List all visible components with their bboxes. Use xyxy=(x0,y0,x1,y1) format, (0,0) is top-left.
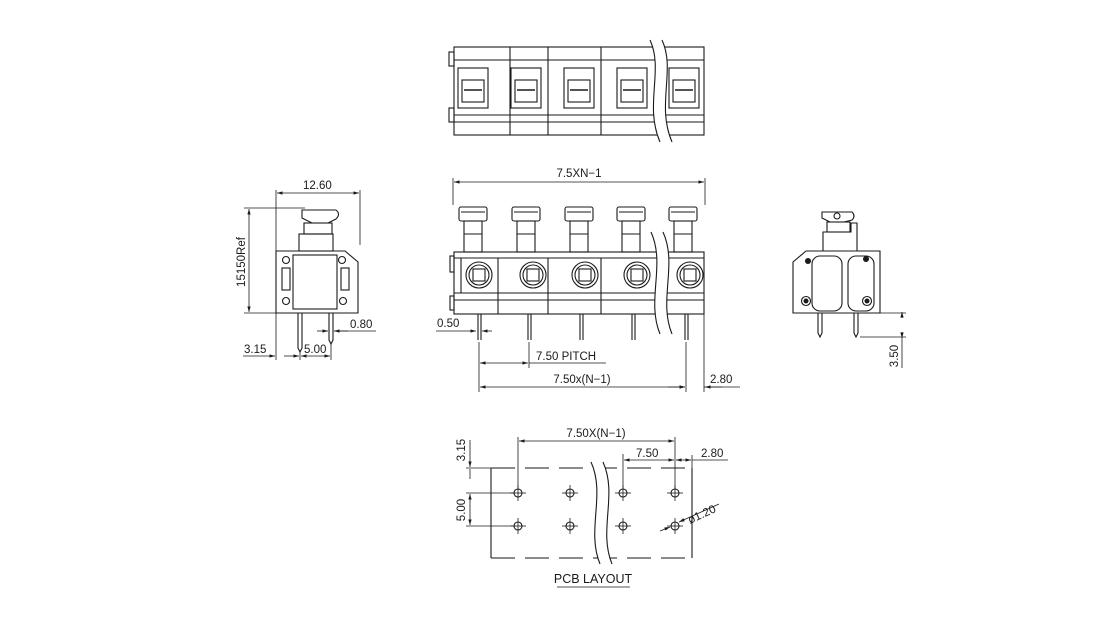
pcb-end-margin-label: 2.80 xyxy=(701,448,723,460)
pcb-hole xyxy=(510,518,526,534)
pcb-row-spacing-label: 5.00 xyxy=(456,499,468,521)
pcb-layout-title: PCB LAYOUT xyxy=(554,572,633,586)
top-view xyxy=(448,39,705,143)
pin-thickness-label: 0.50 xyxy=(437,318,459,330)
top-view-lever xyxy=(668,67,700,109)
end-margin-label: 2.80 xyxy=(710,374,732,386)
side-width-label: 12.60 xyxy=(303,180,332,192)
pin-offset-label: 3.15 xyxy=(244,344,266,356)
top-view-lever xyxy=(616,67,648,109)
top-view-lever xyxy=(457,47,511,135)
left-side-view: 12.60 15150Ref 0.80 3.15 5.00 xyxy=(236,180,376,360)
pin-length-label: 3.50 xyxy=(889,345,901,367)
pin-width-label: 0.80 xyxy=(350,319,372,331)
pitch-total-label: 7.50x(N−1) xyxy=(553,374,610,386)
height-ref-label: 15150Ref xyxy=(236,236,248,287)
front-lever xyxy=(616,206,651,340)
front-lever xyxy=(668,206,704,340)
pcb-hole xyxy=(562,518,578,534)
pcb-hole xyxy=(667,518,683,534)
row-spacing-label: 5.00 xyxy=(304,344,326,356)
top-view-lever xyxy=(563,47,602,135)
front-lever xyxy=(458,206,493,340)
right-side-view: 3.50 xyxy=(792,211,906,368)
front-view: 7.5XN−1 xyxy=(436,168,740,392)
pcb-pitch-label: 7.50 xyxy=(636,448,658,460)
pcb-hole-diameter-label: ø1.20 xyxy=(686,503,718,526)
front-lever xyxy=(564,206,599,340)
pitch-label: 7.50 PITCH xyxy=(536,351,596,363)
pcb-top-offset-label: 3.15 xyxy=(456,439,468,461)
top-view-lever xyxy=(510,47,549,135)
pcb-hole xyxy=(562,485,578,501)
front-lever xyxy=(511,206,547,340)
overall-length-label: 7.5XN−1 xyxy=(556,168,601,180)
pcb-layout: 7.50X(N−1) 7.50 2.80 3.15 5.00 ø1.20 PCB… xyxy=(456,428,728,588)
pcb-pitch-total-label: 7.50X(N−1) xyxy=(566,428,625,440)
pcb-hole xyxy=(615,518,631,534)
